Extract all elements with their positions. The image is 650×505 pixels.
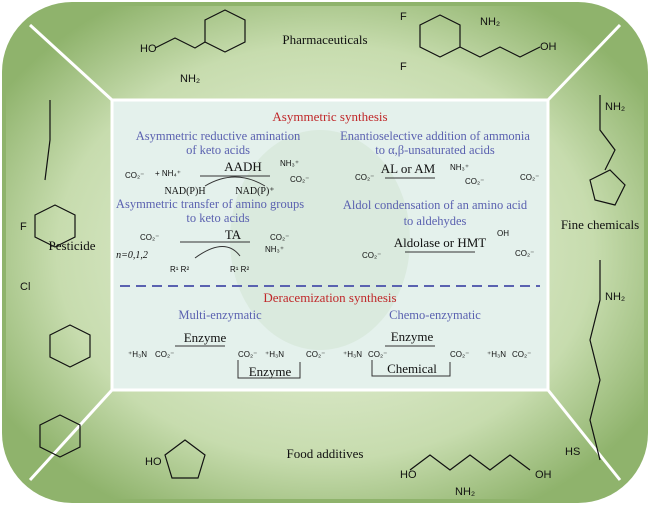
chemical-label: Chemical xyxy=(387,361,437,376)
enzyme-aldolase-or-hmt: Aldolase or HMT xyxy=(394,235,486,250)
fragment-r1r2: R¹ R² xyxy=(230,265,249,274)
fragment-co2: CO₂⁻ xyxy=(362,251,381,260)
label-f: F xyxy=(400,11,407,23)
n-range: n=0,1,2 xyxy=(116,250,148,261)
label-ho: HO xyxy=(400,469,417,481)
label-cl: Cl xyxy=(20,281,30,293)
label-oh: OH xyxy=(535,469,552,481)
category-pesticide: Pesticide xyxy=(49,238,96,253)
fragment-co2: CO₂⁻ xyxy=(512,350,531,359)
label-nh2: NH₂ xyxy=(605,291,625,303)
fragment-co2: CO₂⁻ xyxy=(155,350,174,359)
enzyme-ta: TA xyxy=(225,227,242,242)
deracemization-title: Deracemization synthesis xyxy=(263,290,396,305)
enzyme-label-3: Enzyme xyxy=(391,329,434,344)
label-ho: HO xyxy=(140,43,157,55)
cofactor-nadp: NAD(P)⁺ xyxy=(235,186,274,197)
molecule-structures xyxy=(34,9,626,479)
histidine-ring xyxy=(589,169,626,206)
fragment-nh3: NH₃⁺ xyxy=(280,159,299,168)
fragment-r1r2: R¹ R² xyxy=(170,265,189,274)
fragment-co2: CO₂⁻ xyxy=(355,173,374,182)
label-f: F xyxy=(400,61,407,73)
fragment-co2: CO₂⁻ xyxy=(140,233,159,242)
enzyme-label-1: Enzyme xyxy=(184,330,227,345)
fragment-co2: CO₂⁻ xyxy=(368,350,387,359)
category-food-additives: Food additives xyxy=(287,446,364,461)
amino-transfer-line2: to keto acids xyxy=(186,211,249,225)
ammonia-addition-line2: to α,β-unsaturated acids xyxy=(375,143,495,157)
reaction-arrows xyxy=(175,175,475,379)
fragment-co2: CO₂⁻ xyxy=(290,175,309,184)
fragment-co2: CO₂⁻ xyxy=(450,350,469,359)
category-fine-chemicals: Fine chemicals xyxy=(561,217,639,232)
fragment-co2: CO₂⁻ xyxy=(270,233,289,242)
ammonia-addition-line1: Enantioselective addition of ammonia xyxy=(340,129,530,143)
asymmetric-synthesis-title: Asymmetric synthesis xyxy=(272,109,387,124)
fragment-h3n: ⁺H₃N xyxy=(128,350,147,359)
aldol-line1: Aldol condensation of an amino acid xyxy=(343,198,528,212)
multi-enzymatic-label: Multi-enzymatic xyxy=(178,308,262,322)
fragment-nh3: NH₃⁺ xyxy=(265,245,284,254)
amino-transfer-line1: Asymmetric transfer of amino groups xyxy=(116,197,304,211)
fragment-h3n: ⁺H₃N xyxy=(487,350,506,359)
aldol-line2: to aldehydes xyxy=(404,214,467,228)
fragment-h3n: ⁺H₃N xyxy=(265,350,284,359)
chemo-enzymatic-label: Chemo-enzymatic xyxy=(389,308,481,322)
enzyme-label-2: Enzyme xyxy=(249,364,292,379)
reductive-amination-line2: of keto acids xyxy=(186,143,250,157)
fragment-co2: CO₂⁻ xyxy=(125,171,144,180)
fragment-co2: CO₂⁻ xyxy=(520,173,539,182)
label-ho: HO xyxy=(145,456,162,468)
category-pharmaceuticals: Pharmaceuticals xyxy=(282,32,367,47)
fragment-co2: CO₂⁻ xyxy=(465,177,484,186)
fragment-nh3: NH₃⁺ xyxy=(450,163,469,172)
enzyme-aadh: AADH xyxy=(224,159,262,174)
fragment-co2: CO₂⁻ xyxy=(515,249,534,258)
label-oh: OH xyxy=(540,41,557,53)
label-f: F xyxy=(20,221,27,233)
fragment-nh4: + NH₄⁺ xyxy=(155,169,181,178)
enzyme-al-or-am: AL or AM xyxy=(381,161,436,176)
cofactor-nadph: NAD(P)H xyxy=(164,186,205,197)
enzyme-structure-watermark xyxy=(230,130,410,350)
label-nh2: NH₂ xyxy=(480,16,500,28)
fragment-oh: OH xyxy=(497,229,509,238)
fragment-co2: CO₂⁻ xyxy=(306,350,325,359)
label-nh2: NH₂ xyxy=(605,101,625,113)
reductive-amination-line1: Asymmetric reductive amination xyxy=(136,129,301,143)
label-nh2: NH₂ xyxy=(180,73,200,85)
label-nh2: NH₂ xyxy=(455,486,475,498)
label-hs: HS xyxy=(565,446,580,458)
panel-dividers xyxy=(28,23,622,482)
fragment-h3n: ⁺H₃N xyxy=(343,350,362,359)
fragment-co2: CO₂⁻ xyxy=(238,350,257,359)
